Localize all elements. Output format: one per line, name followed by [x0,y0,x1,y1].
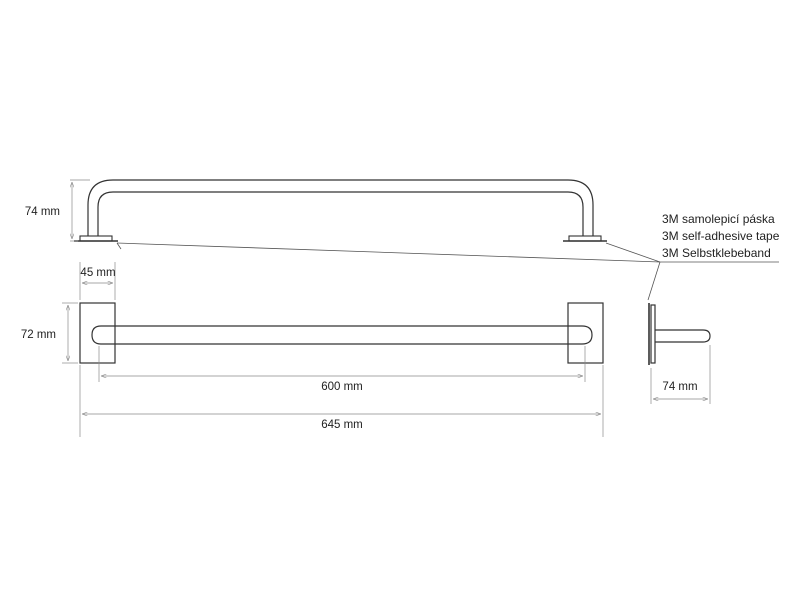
adhesive-note-de: 3M Selbstklebeband [662,246,771,260]
dimension-top-height: 74 mm [25,179,90,242]
side-view-bar [655,329,711,343]
dimension-plate-width: 45 mm [79,262,116,300]
top-view [74,179,607,242]
dimension-side-depth: 74 mm [650,345,711,404]
adhesive-note-cz: 3M samolepicí páska [662,212,775,226]
dimension-bar-length: 600 mm [98,346,586,393]
side-view-plate [650,304,656,364]
dimension-top-height-label: 74 mm [25,206,60,218]
callout-leader-right-base [605,242,661,263]
front-view-bar [91,325,593,345]
dimension-plate-width-label: 45 mm [80,267,115,279]
front-view-left-plate [79,302,116,364]
dimension-plate-height-label: 72 mm [21,329,56,341]
top-view-tube-inner [97,191,584,240]
dimension-bar-length-label: 600 mm [321,381,363,393]
callout-leader-left-base [116,242,661,263]
dimension-overall-length-label: 645 mm [321,419,363,431]
dimension-side-depth-label: 74 mm [662,381,697,393]
dimension-overall-length: 645 mm [79,365,604,437]
adhesive-callout: 3M samolepicí páska 3M self-adhesive tap… [116,212,780,301]
side-view [648,303,711,365]
dimension-plate-height: 72 mm [21,302,78,364]
top-view-tube-outer [87,179,594,240]
front-view-right-plate [567,302,604,364]
front-view [79,302,604,364]
adhesive-note-en: 3M self-adhesive tape [662,229,780,243]
callout-leader-left-hook [116,242,122,250]
callout-leader-side-view [647,261,661,301]
